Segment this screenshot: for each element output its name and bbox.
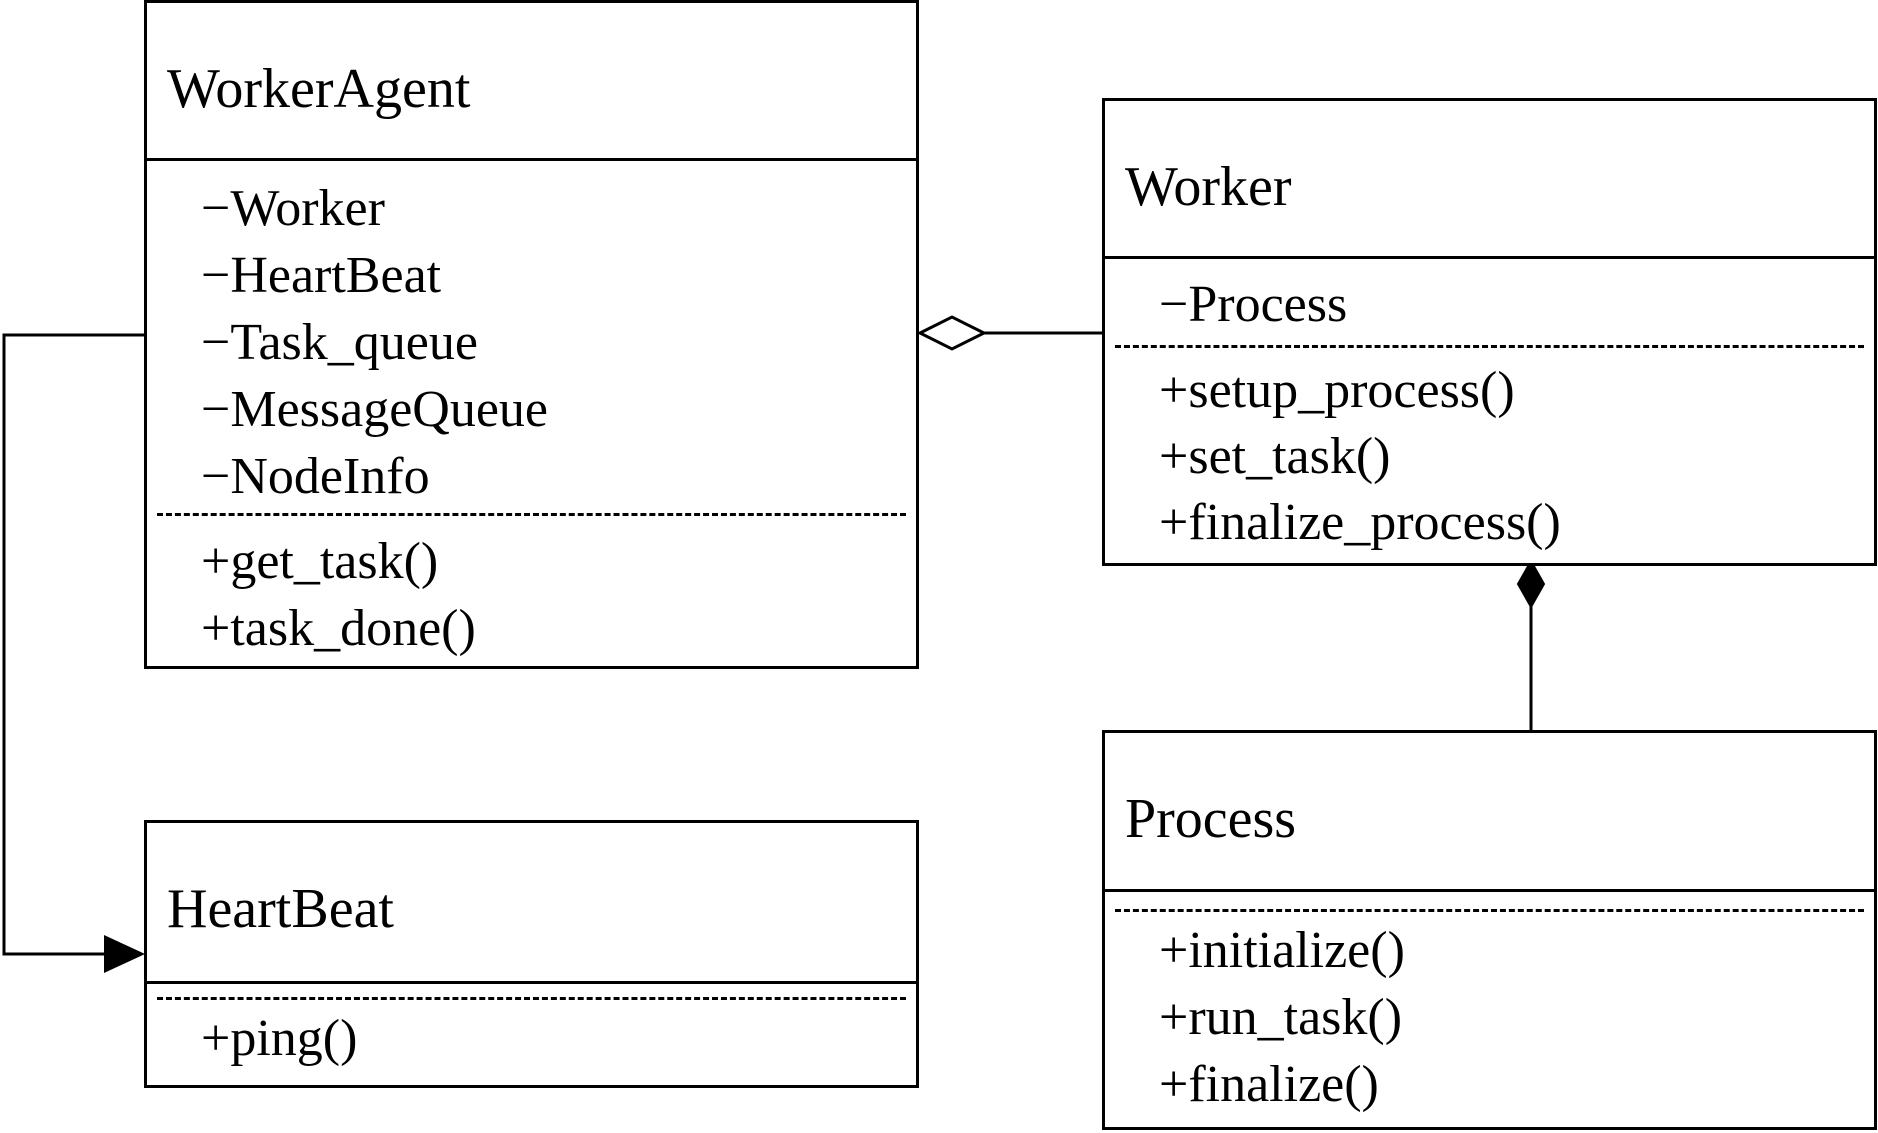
attribute-method-divider xyxy=(157,997,906,1000)
attribute: −Task_queue xyxy=(201,314,478,371)
attribute: −Process xyxy=(1159,276,1348,333)
method: +set_task() xyxy=(1159,428,1391,485)
class-worker: Worker −Process +setup_process() +set_ta… xyxy=(1102,98,1877,566)
method: +ping() xyxy=(201,1010,358,1067)
attribute-method-divider xyxy=(1115,909,1864,912)
class-process: Process +initialize() +run_task() +final… xyxy=(1102,730,1877,1130)
aggregation-connector xyxy=(916,315,1104,351)
attribute: −Worker xyxy=(201,180,385,237)
compartment-divider xyxy=(1105,889,1874,892)
class-name: HeartBeat xyxy=(167,878,394,940)
association-connector xyxy=(2,333,145,973)
attribute-method-divider xyxy=(1115,345,1864,348)
method: +task_done() xyxy=(201,600,476,657)
composition-connector xyxy=(1516,558,1546,731)
attribute: −HeartBeat xyxy=(201,247,442,304)
class-name: WorkerAgent xyxy=(167,58,471,120)
attribute-method-divider xyxy=(157,513,906,516)
class-heart-beat: HeartBeat +ping() xyxy=(144,820,919,1088)
method: +get_task() xyxy=(201,533,439,590)
attribute: −NodeInfo xyxy=(201,448,430,505)
method: +setup_process() xyxy=(1159,362,1515,419)
method: +finalize_process() xyxy=(1159,494,1561,551)
class-worker-agent: WorkerAgent −Worker −HeartBeat −Task_que… xyxy=(144,0,919,669)
arrow-head-icon xyxy=(104,935,145,973)
class-name: Process xyxy=(1125,788,1297,850)
compartment-divider xyxy=(147,981,916,984)
compartment-divider xyxy=(147,158,916,161)
composition-diamond-icon xyxy=(1516,558,1546,610)
method: +finalize() xyxy=(1159,1056,1379,1113)
class-name: Worker xyxy=(1125,156,1292,218)
method: +run_task() xyxy=(1159,989,1403,1046)
attribute: −MessageQueue xyxy=(201,381,548,438)
method: +initialize() xyxy=(1159,922,1405,979)
compartment-divider xyxy=(1105,256,1874,259)
aggregation-diamond-icon xyxy=(916,315,988,351)
